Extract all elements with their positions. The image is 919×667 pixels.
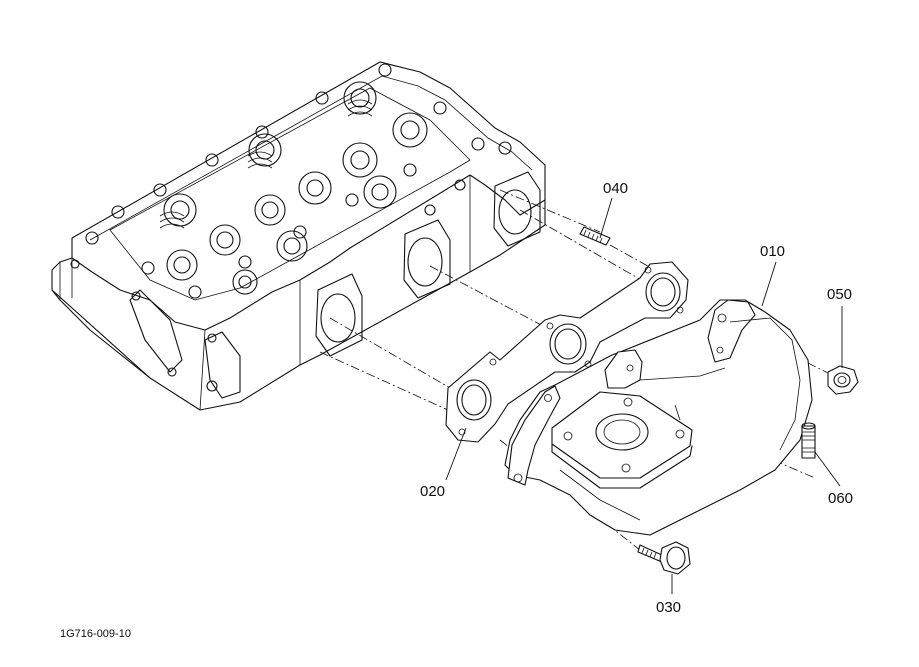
part-label-030: 030: [656, 599, 681, 616]
label-030-group: 030: [656, 574, 681, 616]
cylinder-head-drawing: [51, 61, 546, 411]
part-label-010: 010: [760, 243, 785, 260]
flange-nut: [827, 365, 859, 395]
part-label-040: 040: [603, 180, 628, 197]
label-060-group: 060: [814, 451, 853, 507]
part-label-020: 020: [420, 483, 445, 500]
part-label-050: 050: [827, 286, 852, 303]
stud-bolt: [579, 226, 611, 246]
label-040-group: 040: [599, 180, 628, 239]
part-label-060: 060: [828, 490, 853, 507]
label-050-group: 050: [827, 286, 852, 368]
exhaust-manifold: [504, 299, 813, 536]
document-code: 1G716-009-10: [60, 628, 131, 640]
flange-bolt: [637, 541, 691, 575]
label-020-group: 020: [420, 427, 467, 500]
label-010-group: 010: [760, 243, 785, 307]
stud-bolt-short: [801, 422, 816, 459]
manifold-gasket: [445, 261, 689, 443]
